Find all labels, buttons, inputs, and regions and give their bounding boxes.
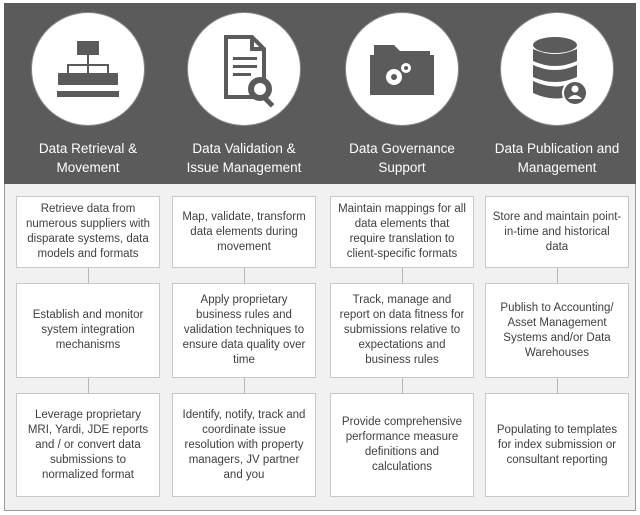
card-item: Identify, notify, track and coordinate i… <box>172 393 316 497</box>
hierarchy-icon <box>32 13 144 125</box>
card-item: Populating to templates for index submis… <box>485 393 629 497</box>
card-item: Map, validate, transform data elements d… <box>172 196 316 268</box>
card-item: Store and maintain point- in-time and hi… <box>485 196 629 268</box>
card-item: Publish to Accounting/ Asset Management … <box>485 283 629 378</box>
folder-gears-icon <box>346 13 458 125</box>
card-item: Establish and monitor system integration… <box>16 283 160 378</box>
column-title: Data Retrieval & Movement <box>38 141 138 175</box>
card-item: Leverage proprietary MRI, Yardi, JDE rep… <box>16 393 160 497</box>
card-item: Maintain mappings for all data elements … <box>330 196 474 268</box>
database-user-icon <box>501 13 613 125</box>
card-item: Provide comprehensive performance measur… <box>330 393 474 497</box>
column-title: Data Validation & Issue Management <box>186 141 302 175</box>
document-search-icon <box>188 13 300 125</box>
card-item: Retrieve data from numerous suppliers wi… <box>16 196 160 268</box>
card-item: Track, manage and report on data fitness… <box>330 283 474 378</box>
column-data-retrieval: Data Retrieval & Movement Retrieve data … <box>16 3 160 511</box>
column-data-publication: Data Publication and Management Store an… <box>485 3 629 511</box>
card-item: Apply proprietary business rules and val… <box>172 283 316 378</box>
column-data-validation: Data Validation & Issue Management Map, … <box>172 3 316 511</box>
column-data-governance: Data Governance Support Maintain mapping… <box>330 3 474 511</box>
column-title: Data Governance Support <box>349 141 455 175</box>
column-title: Data Publication and Management <box>494 141 620 175</box>
